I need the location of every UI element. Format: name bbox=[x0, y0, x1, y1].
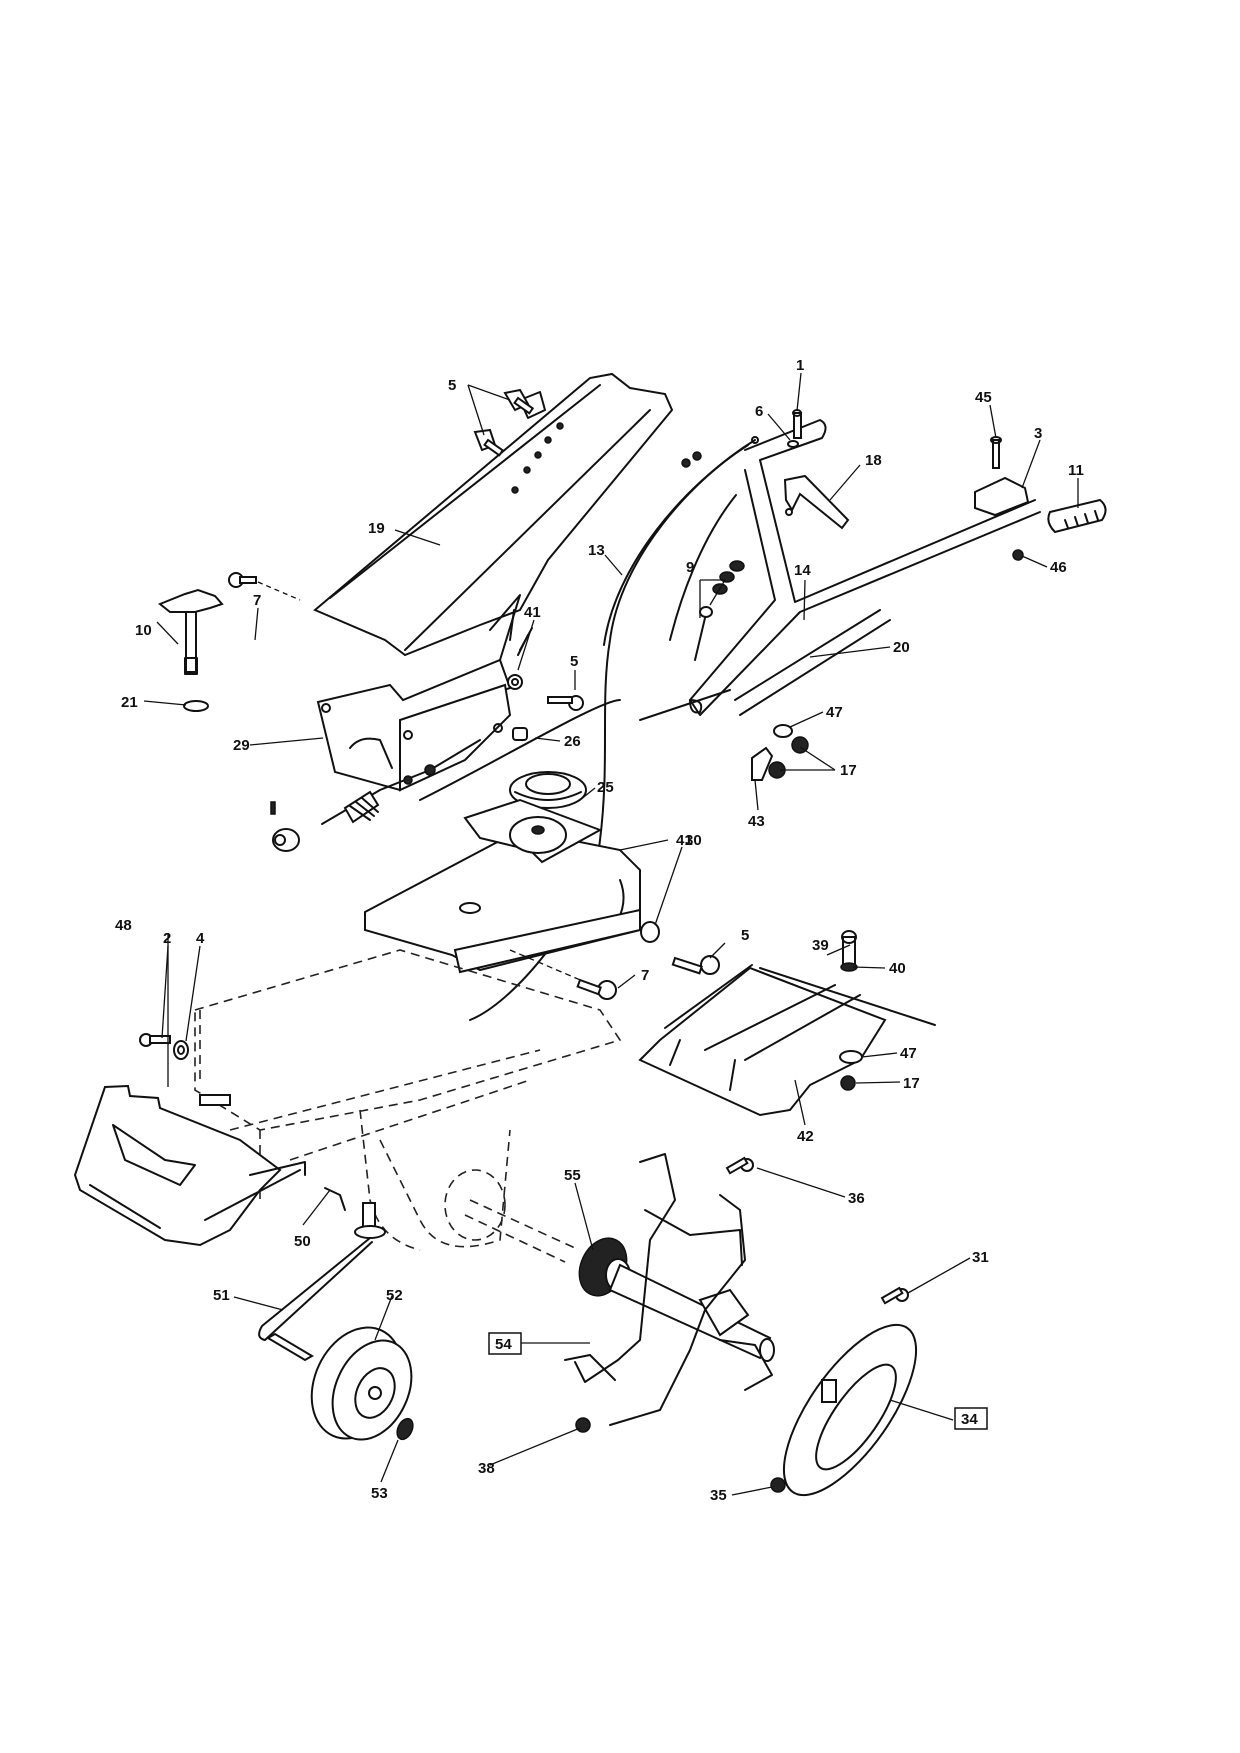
callout-35: 35 bbox=[710, 1487, 727, 1504]
throttle-cable-lower bbox=[270, 739, 481, 852]
callout-21: 21 bbox=[121, 694, 138, 711]
callout-51: 51 bbox=[213, 1287, 230, 1304]
callout-39: 39 bbox=[812, 937, 829, 954]
callout-34-box: 34 bbox=[954, 1407, 988, 1430]
wheel-assembly bbox=[258, 1187, 414, 1441]
front-bumper-part bbox=[73, 1033, 306, 1247]
small-hardware-middle bbox=[509, 921, 720, 1000]
callout-42: 42 bbox=[797, 1128, 814, 1145]
tine-assembly-part bbox=[564, 1153, 775, 1426]
callout-52: 52 bbox=[386, 1287, 403, 1304]
callout-45: 45 bbox=[975, 389, 992, 406]
callout-4: 4 bbox=[196, 930, 205, 947]
handle-knob-part bbox=[158, 588, 224, 712]
callout-41a: 41 bbox=[524, 604, 541, 621]
callout-38: 38 bbox=[478, 1460, 495, 1477]
callout-13: 13 bbox=[588, 542, 605, 559]
callout-43: 43 bbox=[748, 813, 765, 830]
callout-5b: 5 bbox=[570, 653, 578, 670]
bracket-hardware bbox=[751, 724, 809, 781]
callout-31: 31 bbox=[972, 1249, 989, 1266]
callout-26: 26 bbox=[564, 733, 581, 750]
callout-3: 3 bbox=[1034, 425, 1042, 442]
callout-9: 9 bbox=[686, 559, 694, 576]
leader-lines bbox=[143, 372, 1079, 1496]
callout-11: 11 bbox=[1068, 462, 1084, 479]
callout-1: 1 bbox=[796, 357, 804, 374]
callout-5a: 5 bbox=[448, 377, 456, 394]
callout-10: 10 bbox=[135, 622, 152, 639]
handle-hardware bbox=[787, 409, 1107, 561]
callout-54-box: 54 bbox=[488, 1332, 522, 1355]
callout-55: 55 bbox=[564, 1167, 581, 1184]
callout-47b: 47 bbox=[900, 1045, 917, 1062]
handle-support-part bbox=[313, 372, 674, 657]
callout-7b: 7 bbox=[641, 967, 649, 984]
callout-19: 19 bbox=[368, 520, 385, 537]
engine-plate-part bbox=[364, 798, 641, 974]
shield-part bbox=[638, 930, 936, 1117]
callout-20: 20 bbox=[893, 639, 910, 656]
callout-46: 46 bbox=[1050, 559, 1067, 576]
callout-25: 25 bbox=[597, 779, 614, 796]
callout-47a: 47 bbox=[826, 704, 843, 721]
callout-labels: 1 2 3 4 5 5 5 6 7 7 9 10 11 13 14 17 17 … bbox=[115, 357, 1084, 1504]
callout-34: 34 bbox=[961, 1411, 978, 1428]
callout-53: 53 bbox=[371, 1485, 388, 1502]
callout-41b: 41 bbox=[676, 832, 693, 849]
small-hardware-upper bbox=[228, 572, 584, 741]
callout-30: 30 bbox=[685, 832, 702, 849]
engine-outline-dashed bbox=[194, 949, 622, 1251]
clutch-lever-part bbox=[783, 474, 850, 530]
callout-2: 2 bbox=[163, 930, 171, 947]
callout-7a: 7 bbox=[253, 592, 261, 609]
disc-hardware bbox=[575, 1156, 918, 1497]
callout-40: 40 bbox=[889, 960, 906, 977]
callout-50: 50 bbox=[294, 1233, 311, 1250]
handlebar-part bbox=[639, 419, 1041, 721]
bellows-part bbox=[509, 771, 587, 809]
callout-17a: 17 bbox=[840, 762, 857, 779]
handle-bracket-part bbox=[316, 594, 521, 792]
bolts-top-part bbox=[473, 388, 535, 457]
callout-5c: 5 bbox=[741, 927, 749, 944]
callout-17b: 17 bbox=[903, 1075, 920, 1092]
callout-6: 6 bbox=[755, 403, 763, 420]
callout-48: 48 bbox=[115, 917, 132, 934]
callout-18: 18 bbox=[865, 452, 882, 469]
callout-29: 29 bbox=[233, 737, 250, 754]
callout-14: 14 bbox=[794, 562, 811, 579]
callout-54: 54 bbox=[495, 1336, 512, 1353]
callout-36: 36 bbox=[848, 1190, 865, 1207]
